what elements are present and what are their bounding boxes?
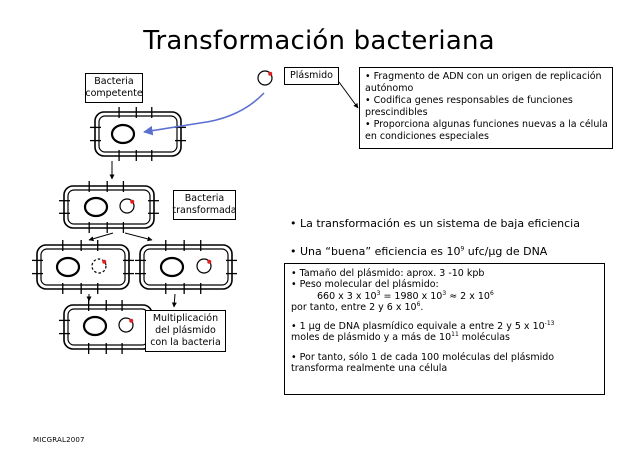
bacterium-competent-inner-wall [98, 115, 178, 153]
nucleoid-daughter [82, 315, 108, 337]
page-title: Transformación bacteriana [143, 26, 495, 56]
nucleoid-transformed [83, 196, 109, 218]
statement-efficiency-low: • La transformación es un sistema de baj… [290, 217, 580, 230]
plasmid-in-transformed [119, 198, 135, 214]
bacterium-daughter [63, 304, 153, 350]
statement-efficiency-good: • Una “buena” eficiencia es 109 ufc/µg d… [290, 245, 548, 258]
nucleoid-dividing-right [159, 256, 185, 278]
bacterium-dividing-right-inner-wall [143, 248, 229, 286]
plasmid-info-item: • Proporciona algunas funciones nuevas a… [365, 119, 608, 142]
plasmid-replicating-left-origin-marker [102, 259, 107, 264]
nucleoid-dividing-left [55, 256, 81, 278]
bacterium-dividing-right [139, 244, 233, 290]
label-plasmid: Plásmido [284, 67, 339, 85]
bacterium-competent [94, 111, 182, 157]
bacterium-dividing-left-inner-wall [40, 248, 126, 286]
plasmid-in-transformed-origin-marker [130, 199, 135, 204]
plasmid-in-daughter [118, 317, 134, 333]
details-box: • Tamaño del plásmido: aprox. 3 -10 kpb … [284, 263, 605, 395]
plasmid-info-item: • Codifica genes responsables de funcion… [365, 95, 573, 118]
free-plasmid [257, 70, 273, 86]
arrow-to-dividing-left [88, 232, 114, 242]
bacterium-dividing-left [36, 244, 130, 290]
connector-plasmid-info [338, 81, 359, 109]
bacterium-transformed-inner-wall [67, 189, 151, 225]
arrow-plasmid-entry [143, 92, 265, 136]
bacterium-transformed [63, 185, 155, 229]
nucleoid-competent [110, 123, 136, 145]
footer-credit: MICGRAL2007 [33, 436, 85, 444]
plasmid-info-box: • Fragmento de ADN con un origen de repl… [359, 67, 613, 149]
plasmid-in-daughter-origin-marker [129, 318, 134, 323]
free-plasmid-origin-marker [268, 71, 273, 76]
plasmid-in-dividing-right [196, 258, 212, 274]
arrow-to-dividing-right [124, 232, 153, 242]
arrow-to-multiplication-label [171, 293, 177, 308]
plasmid-in-dividing-right-origin-marker [207, 259, 212, 264]
plasmid-info-item: • Fragmento de ADN con un origen de repl… [365, 71, 602, 94]
plasmid-replicating-left [91, 258, 107, 274]
